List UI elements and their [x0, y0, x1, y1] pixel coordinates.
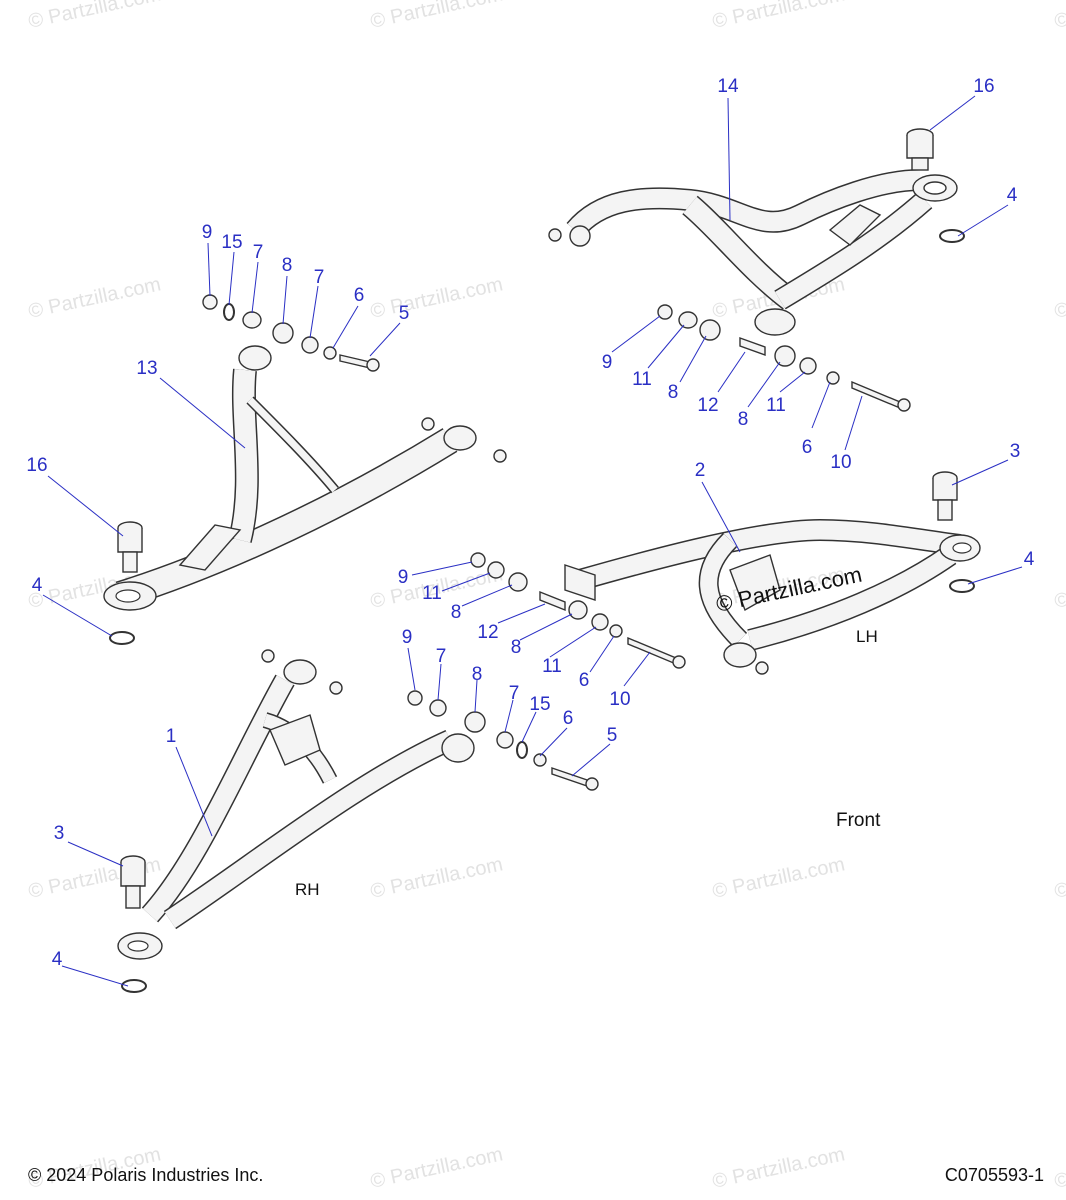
callout-7: 7: [314, 267, 325, 288]
callout-11: 11: [542, 656, 562, 677]
callout-9: 9: [402, 627, 413, 648]
leader-lines: [42, 95, 1023, 987]
upper-arm-rh: [103, 345, 507, 611]
callout-9: 9: [202, 222, 213, 243]
callout-15: 15: [529, 694, 550, 715]
callout-8: 8: [451, 602, 462, 623]
callout-numbers: 14 16 4 9 15 7 8 7 6 5 13 16 4 9 11 8 12…: [26, 76, 1034, 970]
callout-15: 15: [221, 232, 242, 253]
callout-3: 3: [54, 823, 65, 844]
snap-ring-upper-lh: [939, 229, 965, 243]
ball-joint-upper-lh: [906, 128, 934, 171]
callout-6: 6: [563, 708, 574, 729]
callout-2: 2: [695, 460, 706, 481]
callout-9: 9: [602, 352, 613, 373]
watermark-text: © Partzilla.com: [710, 853, 846, 903]
hardware-upper-lh: [657, 304, 911, 412]
callout-7: 7: [509, 683, 520, 704]
lower-arm-lh: [564, 518, 981, 675]
callout-8: 8: [668, 382, 679, 403]
callout-7: 7: [436, 646, 447, 667]
watermark-text: © Partzilla.com: [1052, 0, 1066, 33]
watermark-text: © Partzilla.com: [1052, 1143, 1066, 1193]
callout-10: 10: [609, 689, 630, 710]
callout-7: 7: [253, 242, 264, 263]
callout-5: 5: [607, 725, 618, 746]
callout-12: 12: [477, 622, 498, 643]
snap-ring-lower-lh: [949, 579, 975, 593]
ball-joint-upper-rh: [117, 521, 143, 573]
snap-ring-upper-rh: [109, 631, 135, 645]
watermark-text: © Partzilla.com: [26, 0, 162, 33]
callout-4: 4: [1024, 549, 1035, 570]
callout-11: 11: [632, 369, 652, 390]
callout-10: 10: [830, 452, 851, 473]
callout-4: 4: [32, 575, 43, 596]
callout-11: 11: [422, 583, 442, 604]
hardware-lower-lh: [470, 552, 686, 669]
hardware-lower-rh: [407, 690, 599, 791]
callout-4: 4: [52, 949, 63, 970]
watermark-text: © Partzilla.com: [1052, 273, 1066, 323]
watermark-text: © Partzilla.com: [26, 273, 162, 323]
callout-9: 9: [398, 567, 409, 588]
callout-8: 8: [738, 409, 749, 430]
callout-6: 6: [802, 437, 813, 458]
watermark-text: © Partzilla.com: [368, 853, 504, 903]
lower-arm-rh: [117, 649, 475, 960]
callout-8: 8: [282, 255, 293, 276]
label-rh: RH: [295, 880, 320, 899]
callout-3: 3: [1010, 441, 1021, 462]
drawing-id: C0705593-1: [944, 1165, 1044, 1185]
ball-joint-lower-lh: [932, 471, 958, 521]
callout-16: 16: [973, 76, 994, 97]
callout-5: 5: [399, 303, 410, 324]
callout-13: 13: [136, 358, 157, 379]
callout-11: 11: [766, 395, 786, 416]
watermark-text: © Partzilla.com: [1052, 853, 1066, 903]
callout-8: 8: [472, 664, 483, 685]
hardware-upper-rh: [202, 294, 380, 372]
watermark-text: © Partzilla.com: [368, 273, 504, 323]
copyright-text: © 2024 Polaris Industries Inc.: [28, 1165, 264, 1185]
watermark-text: © Partzilla.com: [1052, 563, 1066, 613]
watermark-text: © Partzilla.com: [368, 0, 504, 33]
callout-12: 12: [697, 395, 718, 416]
upper-arm-lh: [548, 169, 958, 336]
ball-joint-lower-rh: [120, 855, 146, 909]
watermark-text: © Partzilla.com: [710, 1143, 846, 1193]
label-lh: LH: [856, 627, 878, 646]
callout-4: 4: [1007, 185, 1018, 206]
callout-6: 6: [354, 285, 365, 306]
callout-14: 14: [717, 76, 739, 97]
watermark-text: © Partzilla.com: [368, 1143, 504, 1193]
label-front: Front: [836, 810, 881, 831]
snap-ring-lower-rh: [121, 979, 147, 993]
callout-6: 6: [579, 670, 590, 691]
watermark-text: © Partzilla.com: [710, 0, 846, 33]
callout-8: 8: [511, 637, 522, 658]
callout-1: 1: [166, 726, 177, 747]
callout-16: 16: [26, 455, 47, 476]
